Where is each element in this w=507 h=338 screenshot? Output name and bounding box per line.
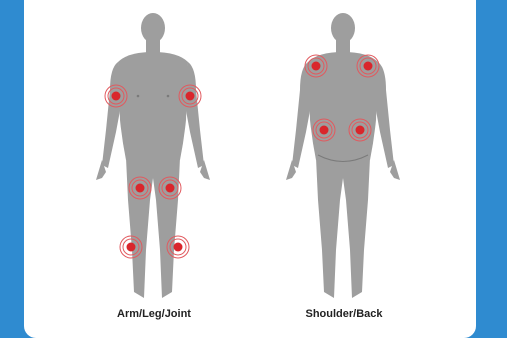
pain-marker-right-elbow [179, 85, 201, 107]
pain-marker-right-shoulder [357, 55, 379, 77]
content-card: Arm/Leg/Joint [24, 0, 476, 338]
front-body-figure [88, 10, 218, 302]
pain-marker-left-knee [129, 177, 151, 199]
pain-marker-left-elbow [105, 85, 127, 107]
back-figure-caption: Shoulder/Back [254, 308, 434, 320]
back-body-figure [278, 10, 408, 302]
pain-marker-right-knee [159, 177, 181, 199]
pain-marker-right-ankle [167, 236, 189, 258]
pain-marker-left-lower-back [313, 119, 335, 141]
pain-marker-left-ankle [120, 236, 142, 258]
pain-marker-right-lower-back [349, 119, 371, 141]
pain-marker-left-shoulder [305, 55, 327, 77]
front-body-silhouette [96, 13, 210, 298]
front-figure-caption: Arm/Leg/Joint [64, 308, 244, 320]
back-body-silhouette [286, 13, 400, 298]
